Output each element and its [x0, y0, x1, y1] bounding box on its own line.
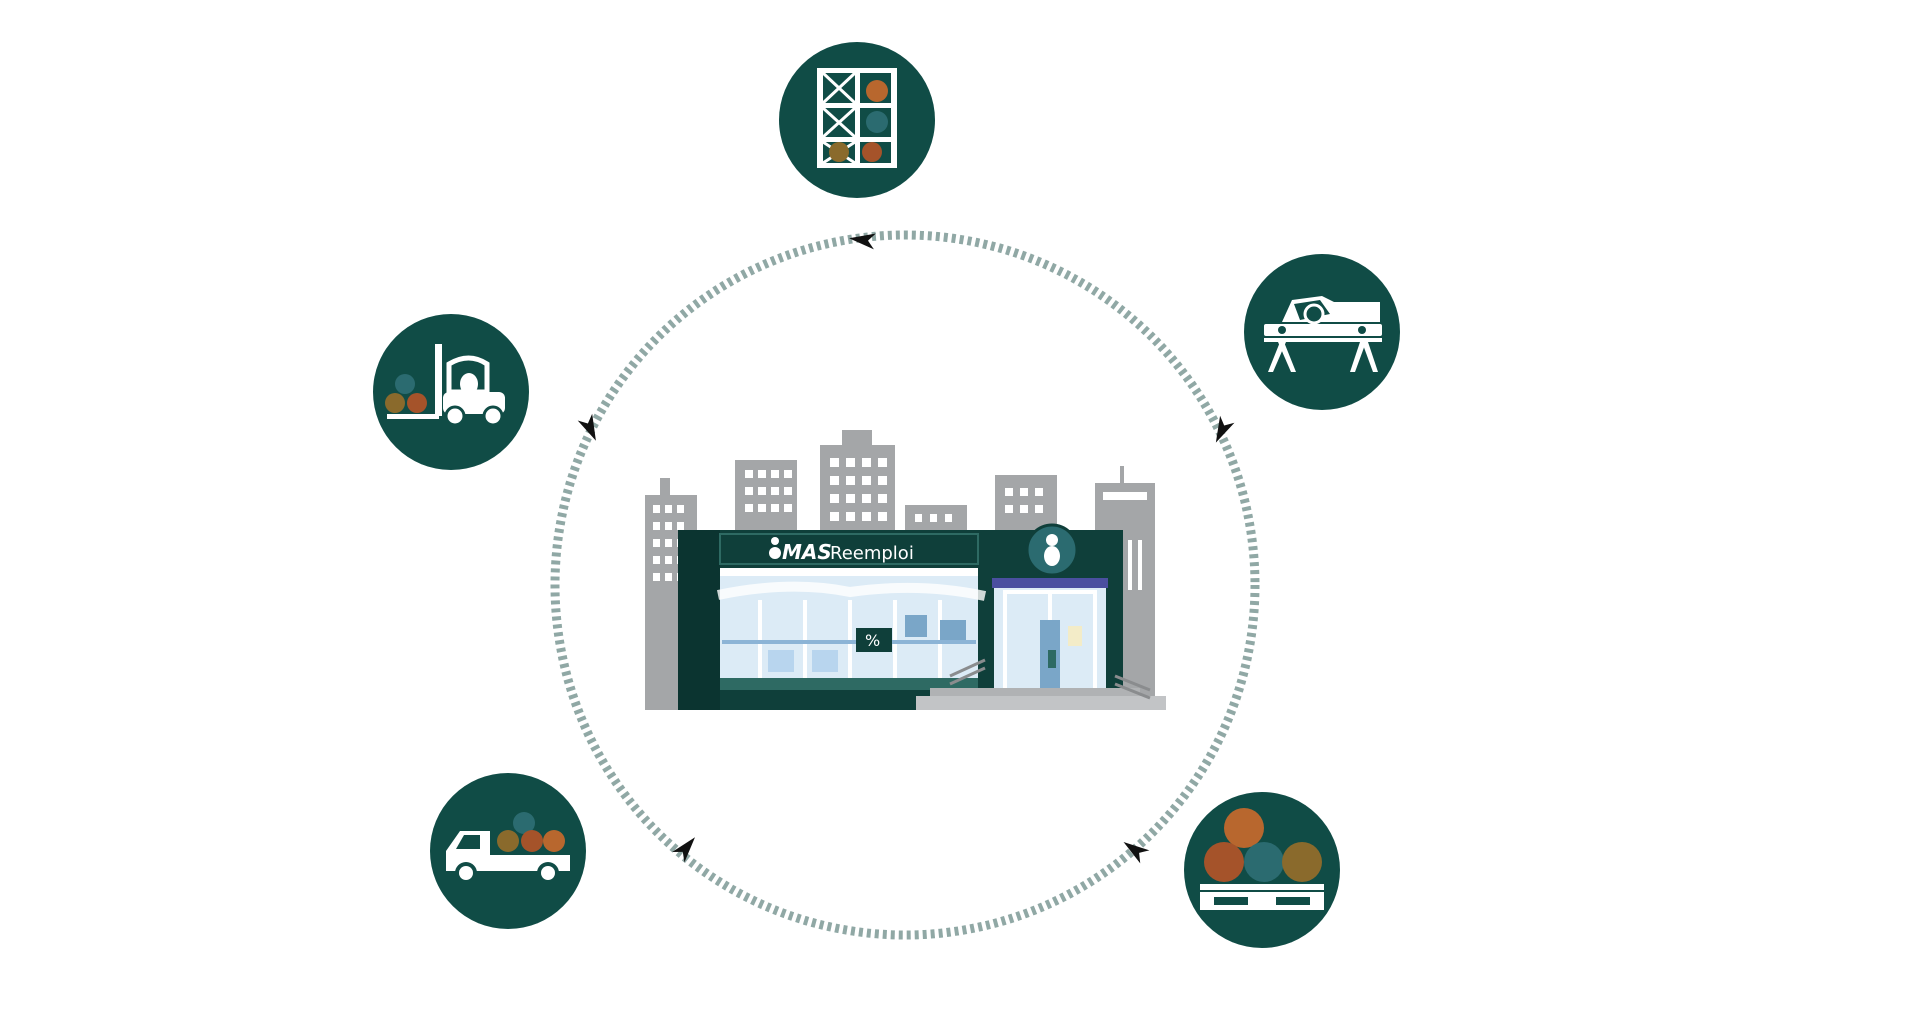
mas-logo: MAS Reemploi: [769, 537, 914, 564]
circular-saw-table-icon: [1264, 296, 1382, 372]
arrow-icon: [577, 413, 596, 441]
logo-mark: MAS: [782, 540, 832, 564]
arrow-icon: [672, 837, 695, 863]
node-forklift: [373, 314, 529, 470]
store-illustration: MAS Reemploi %: [645, 430, 1166, 710]
warehouse-rack-icon: [817, 68, 897, 168]
node-pickup-truck: [430, 773, 586, 929]
arrow-icon: [1123, 841, 1150, 864]
forklift-icon: [385, 344, 505, 427]
pallet-with-logs-icon: [1200, 808, 1324, 910]
store-name: Reemploi: [830, 543, 914, 564]
arrow-icon: [1215, 415, 1235, 443]
arrow-icon: [849, 233, 876, 250]
pickup-truck-icon: [446, 812, 570, 884]
skyline-windows: [653, 458, 1147, 590]
sidewalk: [916, 696, 1166, 710]
cycle-ring: [550, 230, 1260, 940]
promo-sign: %: [856, 628, 892, 652]
cycle-arrows: [577, 233, 1235, 864]
promo-symbol: %: [865, 631, 880, 650]
entrance-awning: [992, 578, 1108, 588]
node-storage-rack: [779, 42, 935, 198]
node-pallet-materials: [1184, 792, 1340, 948]
node-saw-table: [1244, 254, 1400, 410]
shop-sign-band: [719, 533, 979, 565]
